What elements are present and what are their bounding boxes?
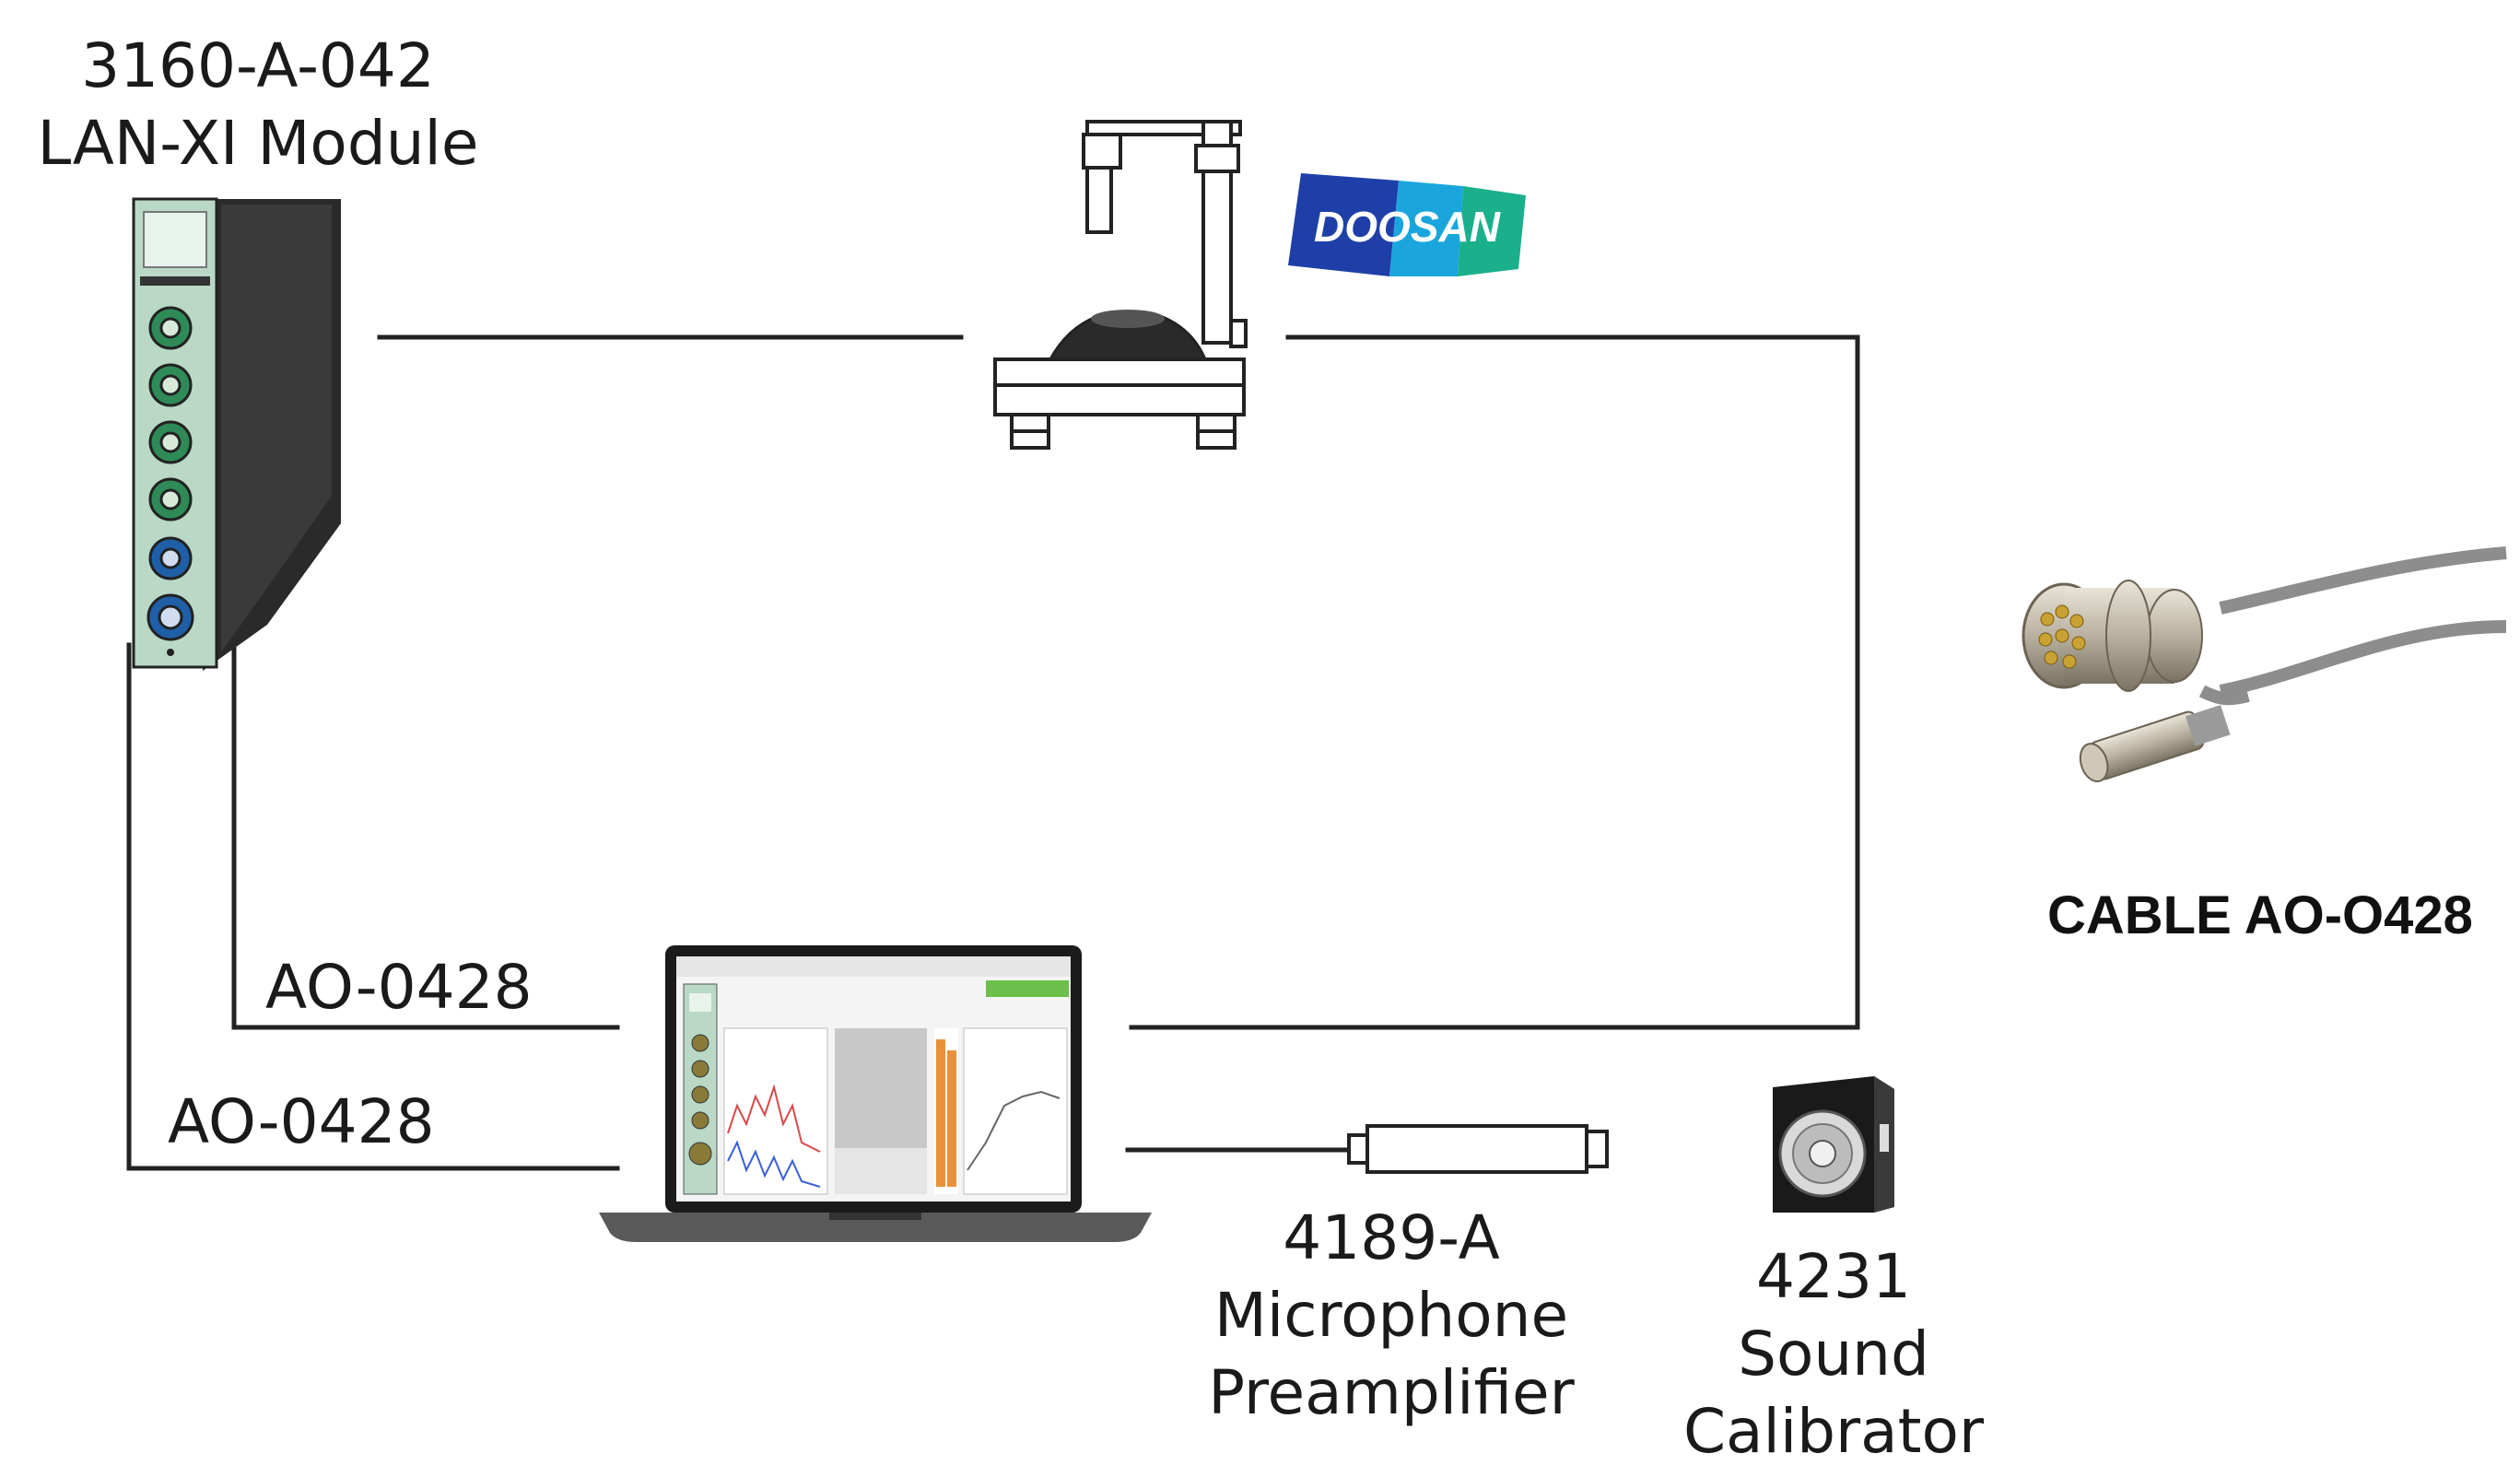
wire-ao0428-upper: [231, 642, 620, 1030]
module-label: 3160-A-042 LAN-XI Module: [0, 28, 516, 182]
calibrator-label: 4231 Sound Calibrator: [1649, 1238, 2018, 1471]
wire-machine-laptop: [1129, 334, 1860, 1030]
doosan-logo-text: DOOSAN: [1314, 203, 1501, 251]
calibrator-name-1: Sound: [1738, 1319, 1929, 1389]
calibrator-model: 4231: [1756, 1241, 1911, 1312]
cable-label-lower: AO-0428: [168, 1086, 435, 1157]
cable-photo: [2022, 546, 2507, 783]
preamp-name-1: Microphone: [1213, 1280, 1569, 1351]
lanxi-module-image: [132, 197, 341, 671]
preamp-model: 4189-A: [1283, 1202, 1500, 1273]
doosan-logo: DOOSAN: [1288, 173, 1526, 276]
module-model: 3160-A-042: [81, 30, 435, 101]
machine-image: [993, 120, 1248, 450]
preamplifier-image: [1347, 1124, 1609, 1174]
cable-label-upper: AO-0428: [265, 952, 533, 1023]
cable-photo-caption: CABLE AO-O428: [2047, 885, 2473, 945]
wire-ao0428-lower: [126, 642, 620, 1171]
preamp-name-2: Preamplifier: [1208, 1357, 1575, 1428]
calibrator-name-2: Calibrator: [1682, 1396, 1985, 1467]
module-name: LAN-XI Module: [37, 108, 479, 179]
calibrator-image: [1773, 1076, 1894, 1213]
laptop-image: [599, 945, 1152, 1242]
preamp-label: 4189-A Microphone Preamplifier: [1170, 1200, 1612, 1432]
